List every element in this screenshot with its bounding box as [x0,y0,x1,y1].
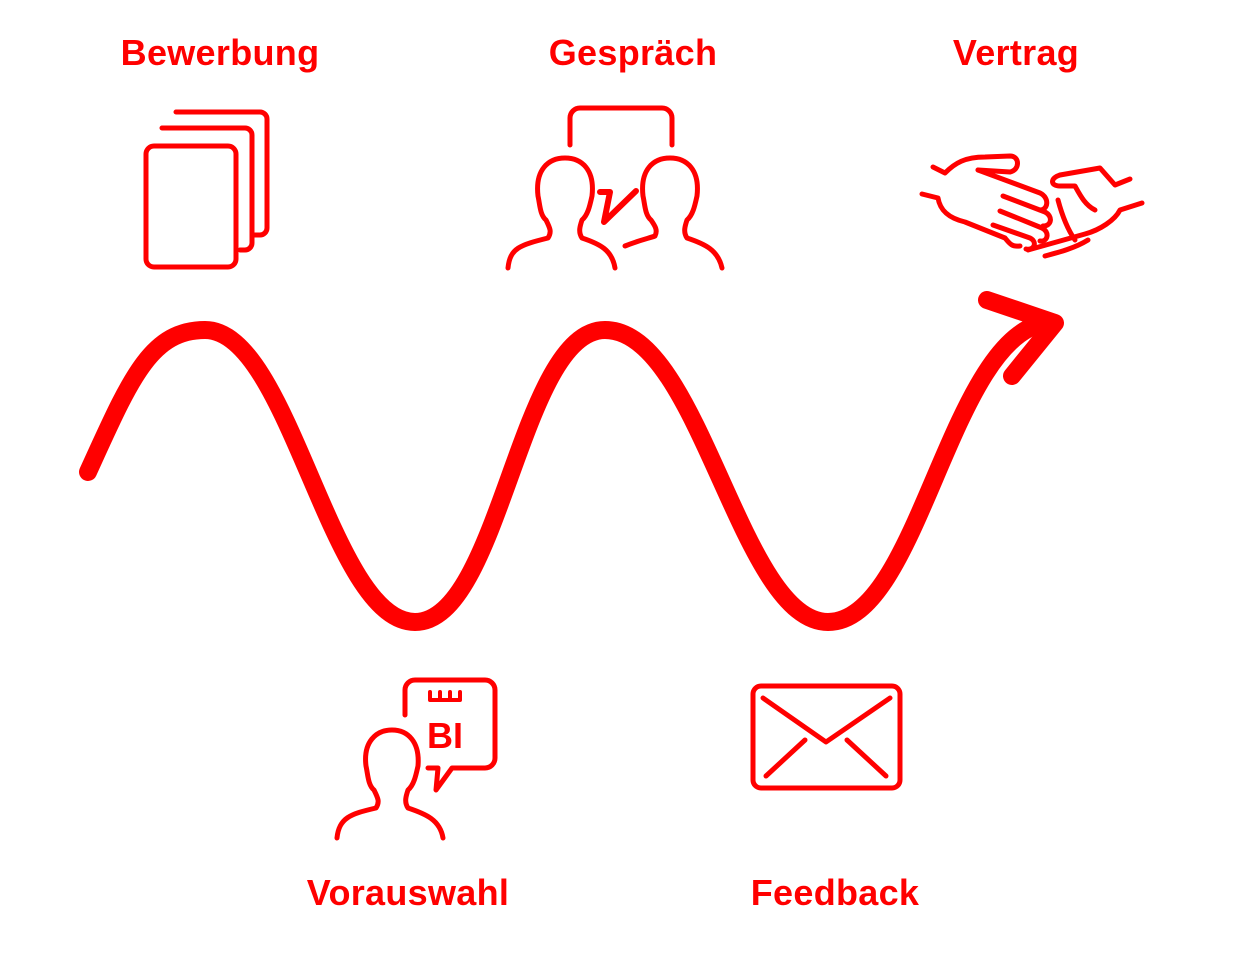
envelope-icon [750,683,903,791]
label-vorauswahl: Vorauswahl [306,872,510,913]
wave-path [79,313,1059,632]
label-vertrag: Vertrag [952,32,1080,73]
label-gespraech: Gespräch [548,32,718,73]
documents-icon [143,109,270,270]
arrowhead-icon [978,291,1064,385]
label-bewerbung: Bewerbung [120,32,320,73]
bubble-text: BI [427,715,463,756]
label-feedback: Feedback [750,872,920,913]
person-speech-bubble-icon: BI [334,677,498,841]
handshake-icon [919,153,1145,259]
two-people-conversation-icon [505,105,725,271]
